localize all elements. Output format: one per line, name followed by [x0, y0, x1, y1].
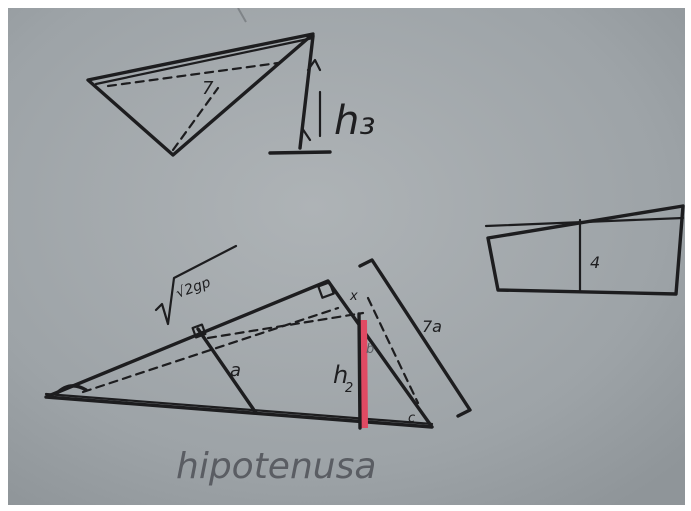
- mid-mark-a: a: [230, 360, 241, 381]
- highlighted-height: [359, 319, 368, 429]
- upper-inner-mark: 7: [202, 78, 214, 99]
- paper-background: [8, 8, 685, 505]
- height-mark: h: [333, 361, 348, 389]
- height-line: [357, 312, 362, 430]
- upper-height-label: h₃: [334, 98, 375, 144]
- right-angle-mark-1: [191, 323, 207, 339]
- upper-triangle: [86, 32, 315, 157]
- right-trapezoid-sketch: 4: [484, 204, 685, 296]
- upper-triangle-dashed-altitude: [171, 86, 220, 152]
- upper-triangle-dashed-line: [106, 61, 280, 88]
- height-sub: 2: [345, 381, 353, 396]
- angle-arc: [54, 384, 88, 396]
- radical-sign: [154, 244, 238, 326]
- trapezoid-top-line: [484, 216, 685, 228]
- trapezoid-outline: [486, 204, 685, 296]
- small-mark-1: x: [349, 289, 358, 304]
- parallel-mark: 7a: [422, 317, 442, 336]
- height-arrows: [300, 58, 322, 142]
- first-altitude: [196, 327, 258, 415]
- rect-mark: 4: [590, 253, 600, 272]
- upper-triangle-top-double-line: [94, 36, 315, 86]
- right-angle-mark-2: [317, 281, 335, 299]
- pencil-mark: [237, 8, 247, 23]
- upper-triangle-sketch: 7 h₃: [86, 32, 375, 157]
- paper-sheet: 7 h₃ 4 a √2gp: [8, 8, 685, 505]
- mid-mark-b: b: [366, 342, 374, 357]
- lower-triangle: [44, 279, 434, 429]
- small-mark-2: c: [408, 411, 415, 426]
- dashed-mid-line: [206, 311, 365, 340]
- caption: hipotenusa: [176, 446, 376, 487]
- parallel-dashed-line: [366, 296, 420, 405]
- parallel-bracket: [358, 258, 472, 418]
- stand-base: [268, 150, 332, 155]
